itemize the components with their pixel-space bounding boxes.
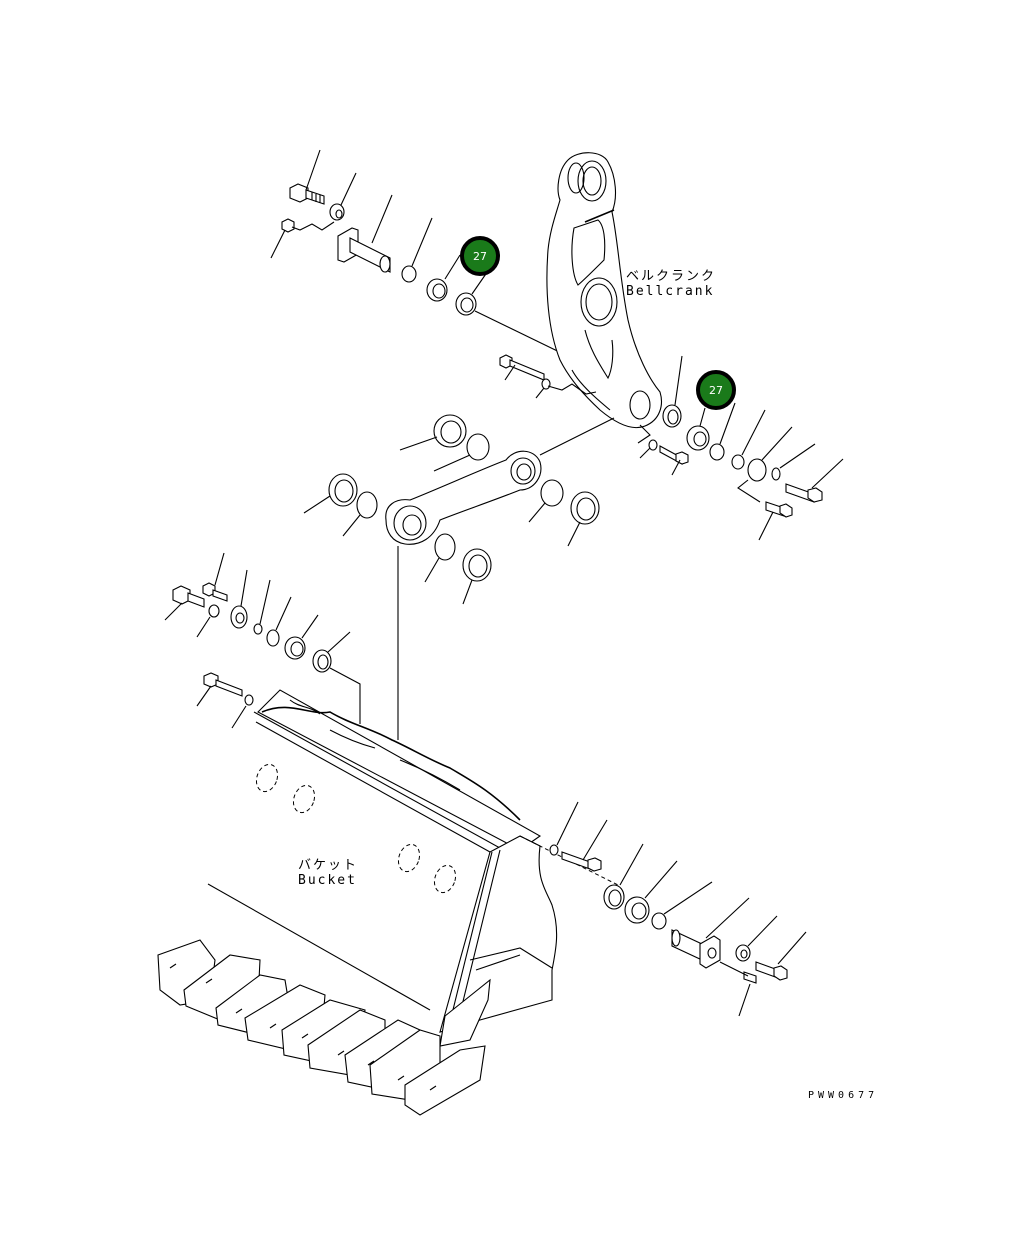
bucket-label-jp: バケット xyxy=(298,858,359,873)
upper-pin-group xyxy=(270,149,581,363)
bellcrank-label-en: Bellcrank xyxy=(626,284,715,299)
bolt-icon xyxy=(289,183,325,205)
drawing-code: PWW0677 xyxy=(808,1090,879,1101)
callout-number: 27 xyxy=(473,249,487,263)
bucket-right-pin-group xyxy=(549,801,807,1017)
left-pin-group xyxy=(164,552,361,729)
bucket-label-en: Bucket xyxy=(298,873,357,888)
callout-number: 27 xyxy=(709,383,723,397)
bucket-label: バケット Bucket xyxy=(298,858,358,888)
bellcrank-label-jp: ベルクランク xyxy=(626,269,717,284)
link-part xyxy=(385,417,615,740)
bellcrank-label: ベルクランク Bellcrank xyxy=(626,269,716,299)
part-callout-27-lower[interactable]: 27 xyxy=(696,370,736,410)
bellcrank-part xyxy=(546,152,663,428)
part-callout-27-upper[interactable]: 27 xyxy=(460,236,500,276)
bucket-teeth xyxy=(157,939,486,1116)
right-pin-group xyxy=(637,355,844,541)
bucket-part xyxy=(157,689,621,1116)
